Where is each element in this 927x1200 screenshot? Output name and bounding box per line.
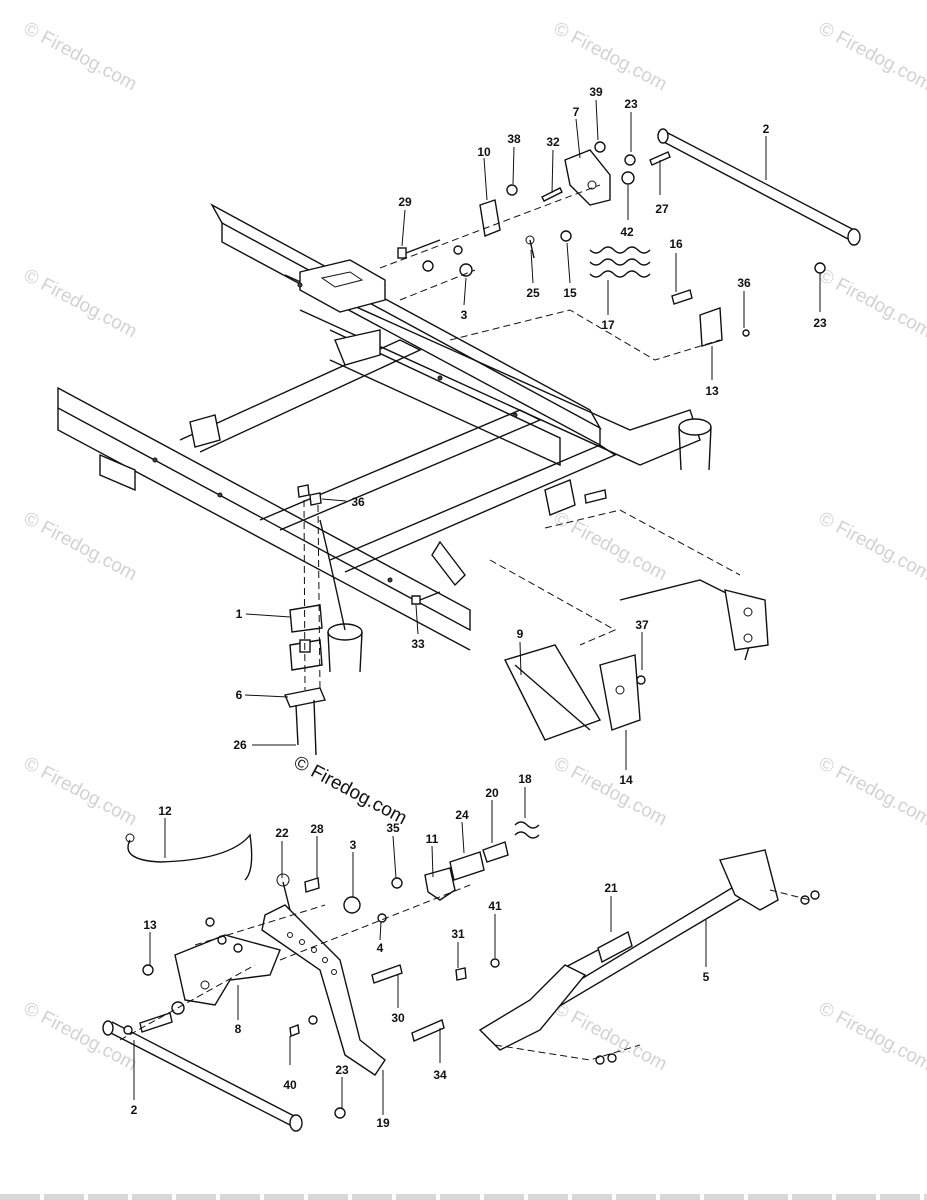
callout-2: 2 xyxy=(131,1103,138,1117)
callout-13: 13 xyxy=(705,384,719,398)
callout-22: 22 xyxy=(275,826,289,840)
callout-21: 21 xyxy=(604,881,618,895)
callout-23: 23 xyxy=(624,97,638,111)
callout-42: 42 xyxy=(620,225,634,239)
callout-10: 10 xyxy=(477,145,491,159)
callout-15: 15 xyxy=(563,286,577,300)
callout-25: 25 xyxy=(526,286,540,300)
callout-40: 40 xyxy=(283,1078,297,1092)
callout-7: 7 xyxy=(573,105,580,119)
callout-30: 30 xyxy=(391,1011,405,1025)
callout-13: 13 xyxy=(143,918,157,932)
callout-8: 8 xyxy=(235,1022,242,1036)
callout-4: 4 xyxy=(377,941,384,955)
callout-23: 23 xyxy=(813,316,827,330)
callout-24: 24 xyxy=(455,808,469,822)
callout-6: 6 xyxy=(236,688,243,702)
callout-1: 1 xyxy=(236,607,243,621)
callout-2: 2 xyxy=(763,122,770,136)
leader-lines xyxy=(133,99,821,1115)
callout-34: 34 xyxy=(433,1068,447,1082)
callout-3: 3 xyxy=(461,308,468,322)
callout-18: 18 xyxy=(518,772,532,786)
upper-linkage xyxy=(379,128,861,361)
callout-37: 37 xyxy=(635,618,649,632)
callout-32: 32 xyxy=(546,135,560,149)
callout-39: 39 xyxy=(589,85,603,99)
callout-14: 14 xyxy=(619,773,633,787)
callout-20: 20 xyxy=(485,786,499,800)
callout-29: 29 xyxy=(398,195,412,209)
callout-3: 3 xyxy=(350,838,357,852)
callout-12: 12 xyxy=(158,804,172,818)
bottom-border xyxy=(0,1194,927,1200)
middle-brackets xyxy=(284,484,607,756)
callout-9: 9 xyxy=(517,627,524,641)
callout-27: 27 xyxy=(655,202,669,216)
mower-frame xyxy=(57,203,712,673)
callout-19: 19 xyxy=(376,1116,390,1130)
callout-5: 5 xyxy=(703,970,710,984)
callout-31: 31 xyxy=(451,927,465,941)
callout-28: 28 xyxy=(310,822,324,836)
callout-26: 26 xyxy=(233,738,247,752)
callout-36: 36 xyxy=(351,495,365,509)
callout-33: 33 xyxy=(411,637,425,651)
callout-38: 38 xyxy=(507,132,521,146)
callout-16: 16 xyxy=(669,237,683,251)
pedal-brackets xyxy=(489,509,769,741)
callout-11: 11 xyxy=(426,832,439,846)
callout-41: 41 xyxy=(488,899,502,913)
callout-36: 36 xyxy=(737,276,751,290)
lower-linkage xyxy=(102,821,820,1132)
callout-17: 17 xyxy=(601,318,615,332)
callout-23: 23 xyxy=(335,1063,349,1077)
callout-35: 35 xyxy=(386,821,400,835)
callouts: 39 23 2 10 38 32 7 29 27 42 16 36 23 25 … xyxy=(131,85,827,1130)
